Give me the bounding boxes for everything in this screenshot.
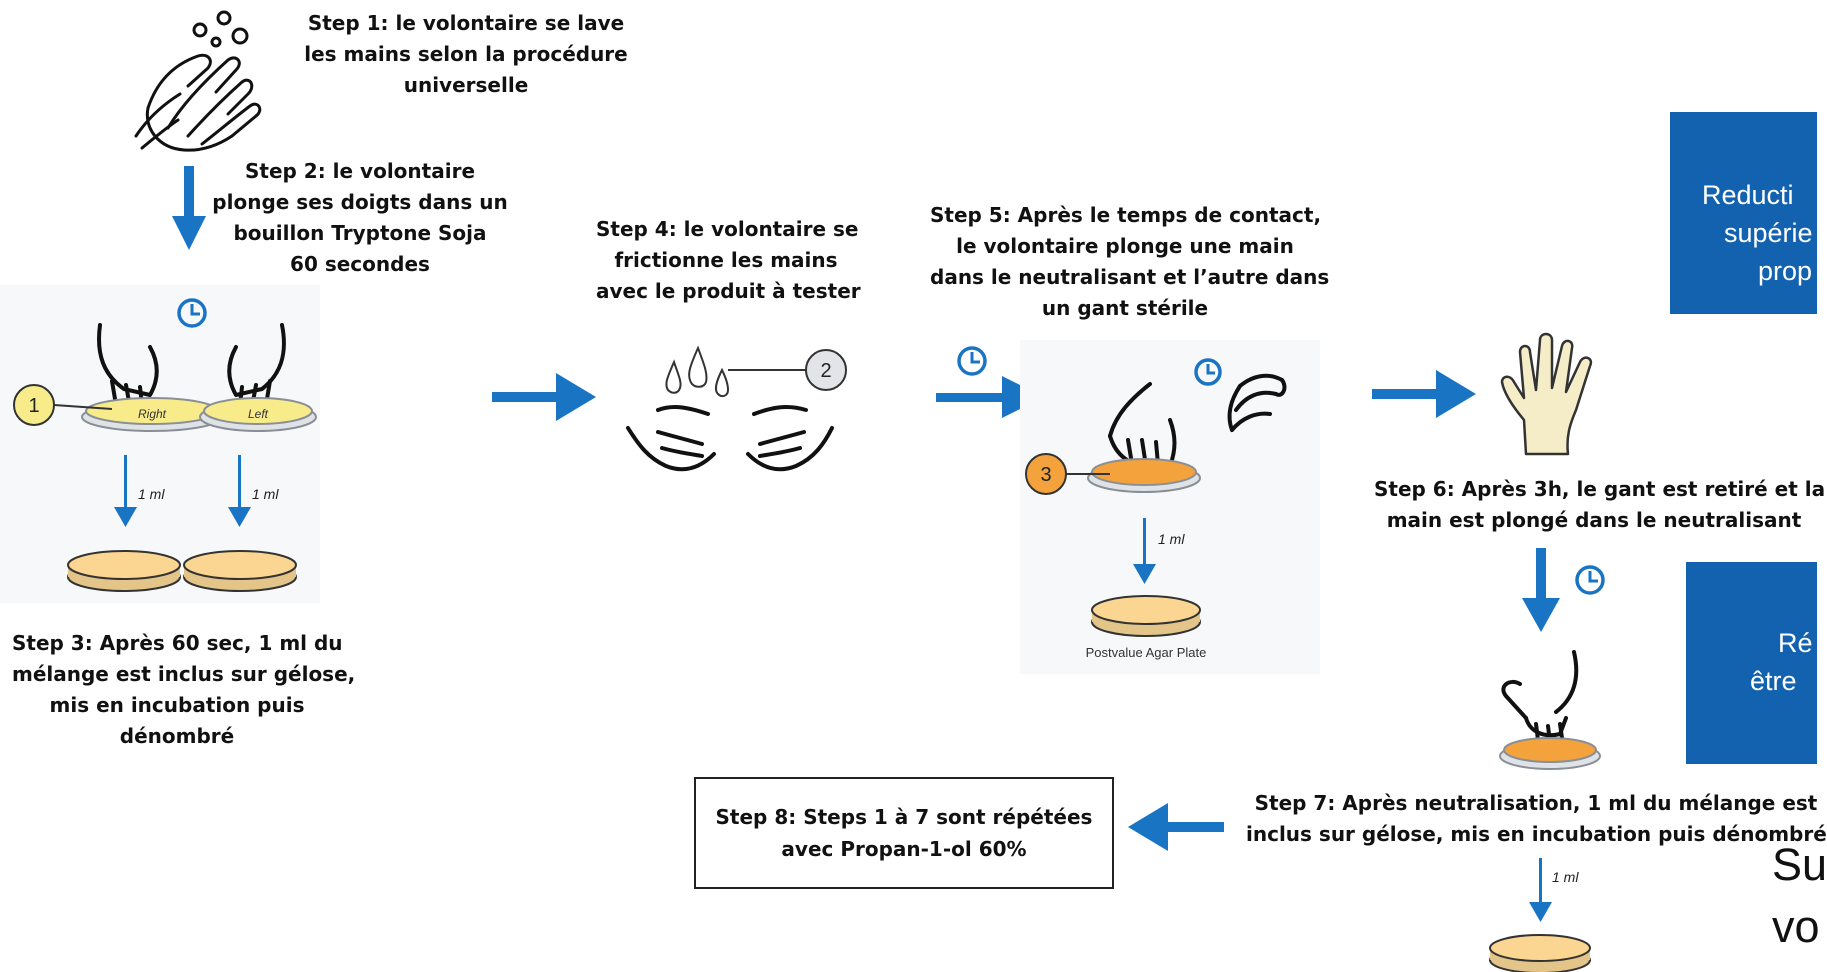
partial-text-right: Su vo <box>1772 839 1827 952</box>
step8-box: Step 8: Steps 1 à 7 sont répétées avec P… <box>694 777 1114 889</box>
step3-figure-background <box>0 285 320 603</box>
step3-figure: Right Left 1 1 ml 1 ml <box>13 298 317 592</box>
hand-washing-icon <box>134 10 262 152</box>
petri-dish-icon <box>1087 458 1201 493</box>
right-plate-label: Right <box>138 407 167 421</box>
arrow-right-step6 <box>1372 370 1476 418</box>
left-plate-label: Left <box>248 407 269 421</box>
one-ml-label-step7: 1 ml <box>1552 869 1579 885</box>
one-ml-label-right: 1 ml <box>252 486 279 502</box>
clock-icon <box>1575 565 1605 595</box>
glove-icon <box>1500 332 1593 456</box>
step8-line1: Step 8: Steps 1 à 7 sont répétées <box>715 805 1093 829</box>
postvalue-label: Postvalue Agar Plate <box>1086 645 1207 660</box>
step7-hand-figure <box>1499 650 1601 770</box>
step7-label: Step 7: Après neutralisation, 1 ml du mé… <box>1246 791 1827 846</box>
step4-figure: 2 <box>626 345 847 472</box>
clock-icon <box>1194 358 1222 386</box>
arrow-down-step7 <box>1522 548 1605 632</box>
clock-icon <box>177 298 207 328</box>
step6-label: Step 6: Après 3h, le gant est retiré et … <box>1374 477 1826 532</box>
arrow-left-step8 <box>1128 803 1224 851</box>
marker-2: 2 <box>820 360 831 382</box>
petri-dish-icon <box>81 397 317 432</box>
marker-3: 3 <box>1040 464 1051 486</box>
side-box-bottom: Ré être <box>1686 562 1817 764</box>
droplet-icon <box>665 345 730 398</box>
side-box-top: Reducti supérie prop <box>1670 112 1817 314</box>
clock-icon <box>957 346 987 376</box>
step5-figure: 3 1 ml Postvalue Agar Plate <box>1025 358 1287 660</box>
one-ml-label-step5: 1 ml <box>1158 531 1185 547</box>
step7-bottom-figure: 1 ml <box>1489 858 1591 972</box>
arrow-right-step4 <box>492 373 596 421</box>
arrow-down-step2 <box>172 166 206 250</box>
marker-1: 1 <box>28 395 39 417</box>
step5-label: Step 5: Après le temps de contact,le vol… <box>930 203 1330 320</box>
petri-dish-icon <box>1499 737 1601 770</box>
step8-line2: avec Propan-1-ol 60% <box>781 837 1027 861</box>
one-ml-label-left: 1 ml <box>138 486 165 502</box>
